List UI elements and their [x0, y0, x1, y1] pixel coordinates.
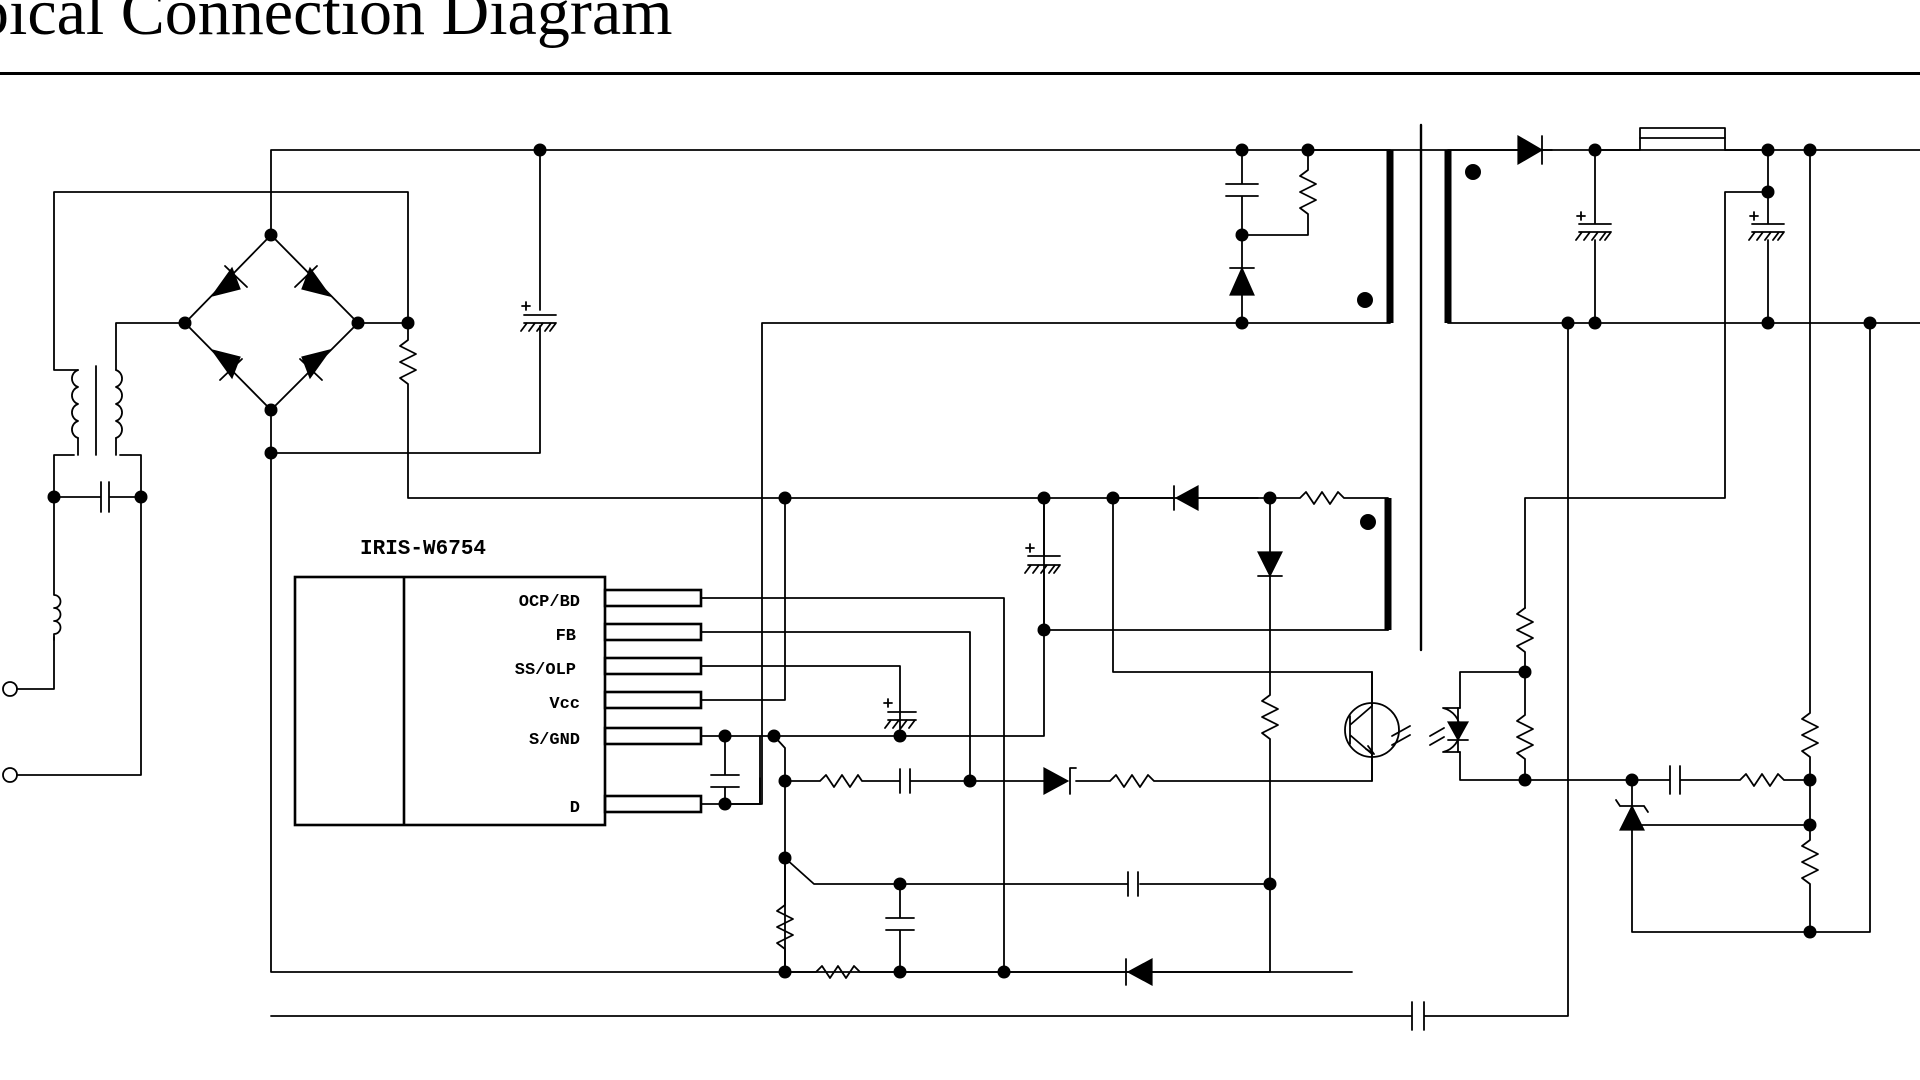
- ic-pin-label-vcc: Vcc: [549, 695, 580, 714]
- ic-pin-label-s-gnd: S/GND: [529, 731, 580, 750]
- ic-package: IRIS-W6754 OCP/BD FB SS/OLP Vcc S/GND D: [293, 538, 703, 827]
- ic-pin-label-d: D: [570, 799, 580, 818]
- ac-input-section: [2, 191, 409, 783]
- x-capacitor: [100, 481, 110, 513]
- secondary-output: [1444, 127, 1920, 939]
- ac-input-terminal-top: [2, 681, 18, 697]
- ic-pin-label-ocp-bd: OCP/BD: [519, 593, 580, 612]
- ic-name: IRIS-W6754: [360, 538, 486, 561]
- input-inductor: [53, 496, 62, 641]
- auxiliary-winding-circuit: [1024, 484, 1392, 885]
- ic-pin-wiring: [700, 491, 1045, 973]
- snubber-circuit: [724, 143, 1394, 805]
- title-underline: [0, 72, 1920, 75]
- ac-input-terminal-bottom: [2, 767, 18, 783]
- startup-resistor: [399, 322, 1259, 499]
- ic-pin-label-ss-olp: SS/OLP: [515, 661, 576, 680]
- ic-pin-label-fb: FB: [556, 627, 576, 646]
- control-network: [270, 322, 1569, 1031]
- common-mode-choke: [71, 365, 123, 456]
- bulk-capacitor: [520, 301, 557, 332]
- optocoupler: [1344, 671, 1470, 782]
- page-title: pical Connection Diagram: [0, 0, 673, 49]
